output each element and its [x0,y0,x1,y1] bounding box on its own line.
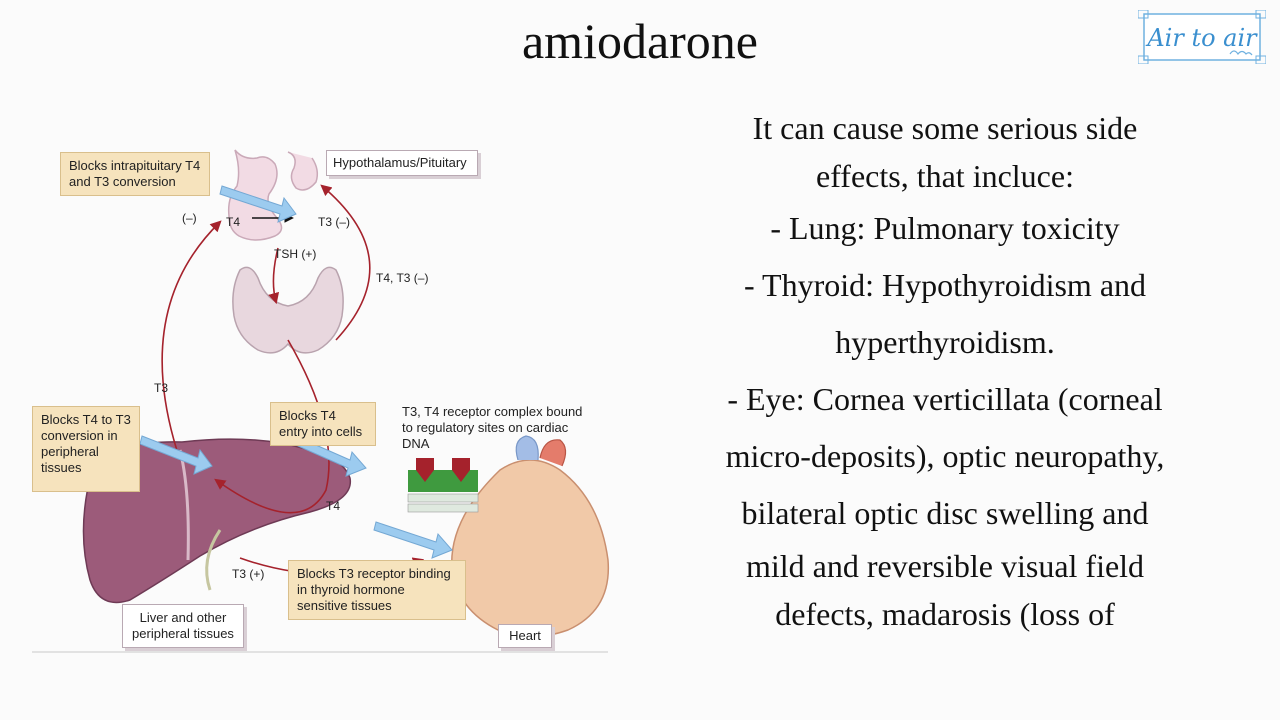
arrow-t3-up [161,220,222,461]
text-line: effects, that incluce: [816,158,1074,194]
box-blocks-t3-receptor: Blocks T3 receptor binding in thyroid ho… [288,560,466,620]
side-effects-text: It can cause some serious side effects, … [690,104,1200,638]
text-line: - Eye: Cornea verticillata (corneal [727,381,1163,417]
text-line: It can cause some serious side [752,110,1138,146]
liver-shape [82,438,351,604]
block-arrow-entry [297,437,367,477]
text-line: bilateral optic disc swelling and [741,495,1149,531]
text-line: - Lung: Pulmonary toxicity [770,210,1120,246]
box-blocks-t4-entry: Blocks T4 entry into cells [270,402,376,446]
block-arrow-peripheral [139,435,213,475]
box-hypothalamus-pituitary: Hypothalamus/Pituitary [326,150,478,176]
box-receptor-complex: T3, T4 receptor complex bound to regulat… [402,404,583,451]
label-minus: (–) [182,211,197,225]
arrow-tsh [268,247,280,305]
air-to-air-logo: Air to air [1137,9,1267,65]
text-line: mild and reversible visual field [745,548,1145,584]
thyroid-hormone-diagram: (–) T4 T3 (–) TSH (+) T4, T3 (–) T3 T4 T… [30,140,610,660]
box-liver-label: Liver and other peripheral tissues [122,604,244,648]
label-t4-top: T4 [226,215,240,229]
text-line: micro-deposits), optic neuropathy, [725,438,1165,474]
receptor-marker [416,458,434,482]
label-t3-minus: T3 (–) [318,215,350,229]
box-blocks-peripheral-conversion: Blocks T4 to T3 conversion in peripheral… [32,406,140,492]
text-line: hyperthyroidism. [835,324,1055,360]
block-arrow-intrapituitary [219,185,297,223]
logo-text: Air to air [1145,24,1258,52]
label-t3-left: T3 [154,381,168,395]
label-t4-lower: T4 [326,499,340,513]
box-heart-label: Heart [498,624,552,648]
label-t4-t3-minus: T4, T3 (–) [376,271,428,285]
arrow-feedback [320,184,371,341]
block-arrow-receptor [373,521,453,559]
arrow-t4-thyroid [214,339,330,514]
box-blocks-intrapituitary: Blocks intrapituitary T4 and T3 conversi… [60,152,210,196]
text-line: - Thyroid: Hypothyroidism and [743,267,1147,303]
text-line: defects, madarosis (loss of [775,596,1115,632]
label-t3-plus: T3 (+) [232,567,264,581]
slide-title: amiodarone [521,13,758,69]
receptor-marker [452,458,470,482]
label-tsh-plus: TSH (+) [274,247,316,261]
